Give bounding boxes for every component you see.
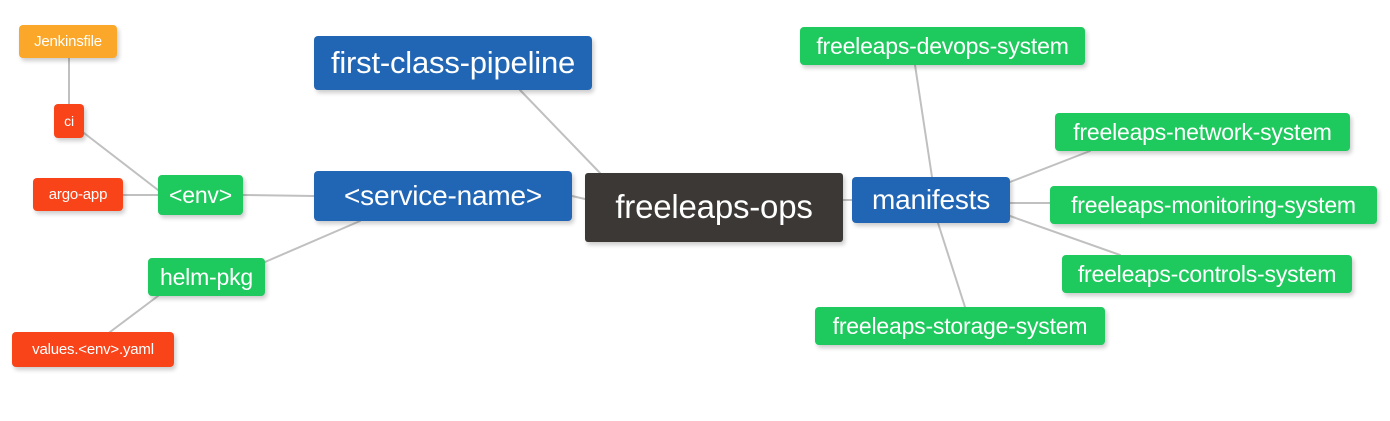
node-values-yaml[interactable]: values.<env>.yaml	[12, 332, 174, 367]
edge-helm-pkg-to-values-yaml	[109, 295, 159, 333]
node-devops-system[interactable]: freeleaps-devops-system	[800, 27, 1085, 65]
node-first-class-pipeline[interactable]: first-class-pipeline	[314, 36, 592, 90]
node-network-system[interactable]: freeleaps-network-system	[1055, 113, 1350, 151]
node-monitoring-system[interactable]: freeleaps-monitoring-system	[1050, 186, 1377, 224]
node-controls-system[interactable]: freeleaps-controls-system	[1062, 255, 1352, 293]
edge-env-to-service-name	[242, 194, 315, 197]
node-service-name[interactable]: <service-name>	[314, 171, 572, 221]
node-jenkinsfile[interactable]: Jenkinsfile	[19, 25, 117, 58]
node-freeleaps-ops[interactable]: freeleaps-ops	[585, 173, 843, 242]
node-ci[interactable]: ci	[54, 104, 84, 138]
node-helm-pkg[interactable]: helm-pkg	[148, 258, 265, 296]
edge-first-class-pipeline-to-freeleaps-ops	[519, 89, 601, 174]
edge-manifests-to-storage-system	[937, 222, 966, 308]
edge-manifests-to-devops-system	[914, 64, 933, 178]
node-manifests[interactable]: manifests	[852, 177, 1010, 223]
node-storage-system[interactable]: freeleaps-storage-system	[815, 307, 1105, 345]
node-env[interactable]: <env>	[158, 175, 243, 215]
edge-manifests-to-network-system	[1009, 150, 1091, 183]
edge-service-name-to-helm-pkg	[264, 220, 361, 263]
node-argo-app[interactable]: argo-app	[33, 178, 123, 211]
edge-service-name-to-freeleaps-ops	[571, 195, 586, 200]
